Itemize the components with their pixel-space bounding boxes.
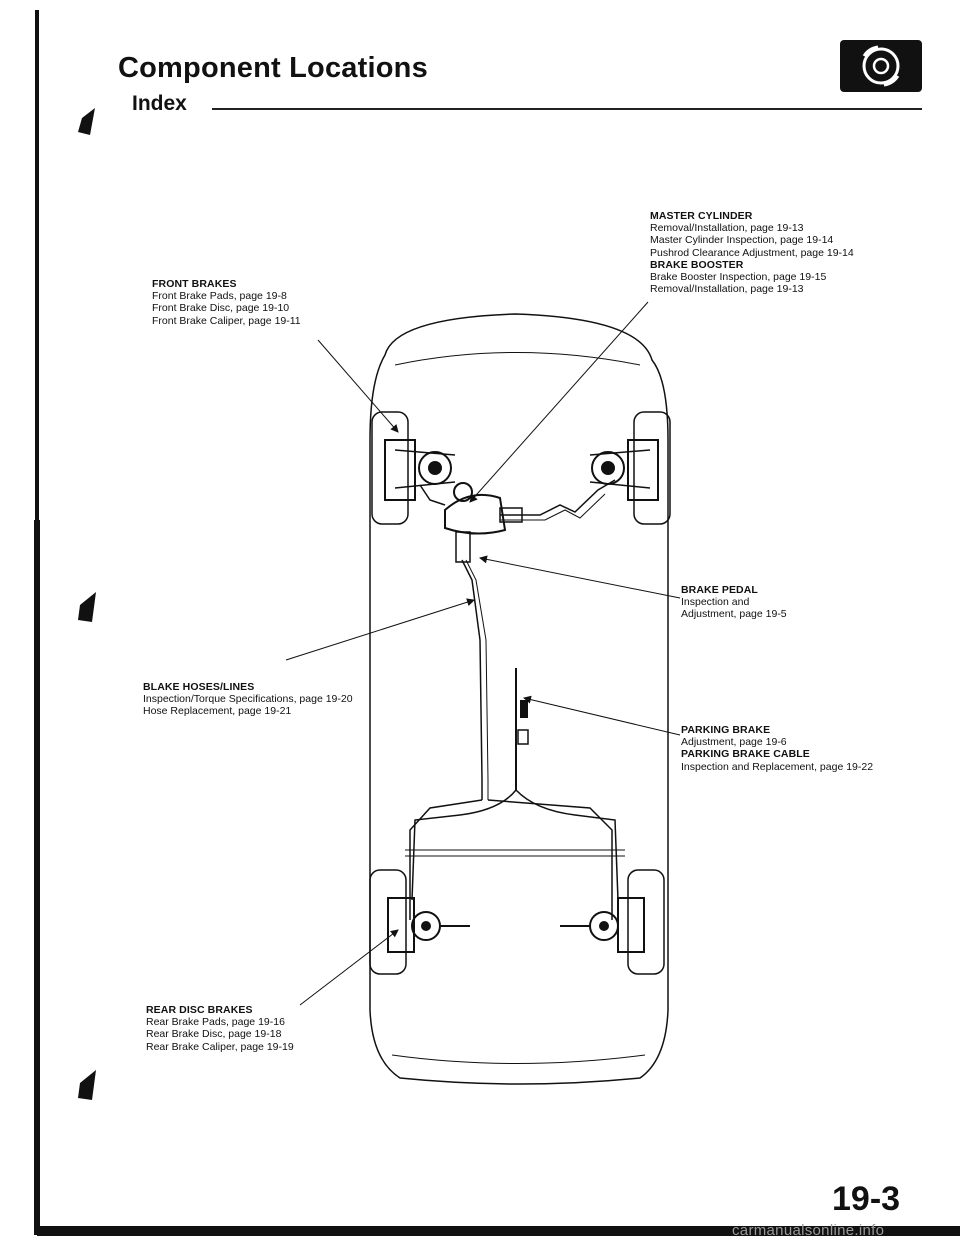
callout-heading: BRAKE BOOSTER: [650, 258, 744, 271]
rear-right-wheel: [627, 869, 665, 975]
callout-line: Rear Brake Disc, page 19-18: [146, 1028, 282, 1041]
master-cylinder-booster: [444, 482, 523, 563]
margin-mark: [78, 1070, 96, 1100]
callout-line: Pushrod Clearance Adjustment, page 19-14: [650, 246, 854, 259]
callout-heading: PARKING BRAKE: [681, 724, 771, 736]
center-brake-line: [461, 559, 483, 800]
page-number: 19-3: [832, 1180, 901, 1218]
callout-heading: REAR DISC BRAKES: [146, 1004, 253, 1016]
car-hood-line: [394, 352, 641, 366]
callout-line: Inspection and Replacement, page 19-22: [681, 760, 874, 773]
rear-left-brake-assembly: [387, 897, 470, 953]
callout-line: Brake Booster Inspection, page 19-15: [650, 271, 827, 284]
car-trunk-line: [391, 1054, 646, 1064]
front-brake-line: [419, 484, 446, 506]
callout-line: Adjustment, page 19-6: [681, 736, 787, 749]
rear-subframe: [405, 849, 625, 857]
center-brake-line: [465, 559, 489, 800]
leader-parking-brake: [523, 695, 681, 736]
callout-line: Removal/Installation, page 19-13: [650, 222, 804, 235]
front-brake-line: [500, 493, 606, 521]
callout-line: Inspection/Torque Specifications, page 1…: [143, 693, 353, 706]
callout-line: Front Brake Caliper, page 19-11: [152, 314, 301, 327]
callout-line: Master Cylinder Inspection, page 19-14: [650, 234, 834, 247]
callout-heading: PARKING BRAKE CABLE: [681, 748, 810, 761]
parking-brake-lever: [515, 668, 529, 790]
brake-disc-icon: [862, 45, 900, 87]
rear-right-brake-assembly: [560, 897, 645, 953]
leader-master-cylinder: [469, 301, 649, 503]
page-subtitle: Index: [132, 92, 187, 115]
parking-brake-cable: [515, 789, 619, 901]
callout-line: Front Brake Pads, page 19-8: [152, 290, 287, 303]
margin-mark: [78, 592, 96, 622]
parking-brake-cable: [411, 789, 517, 901]
leader-front-brakes: [317, 339, 399, 433]
callout-line: Rear Brake Pads, page 19-16: [146, 1016, 285, 1029]
callout-line: Hose Replacement, page 19-21: [143, 705, 292, 718]
car-body-outline: [369, 313, 669, 1085]
callout-rear-brakes: REAR DISC BRAKES Rear Brake Pads, page 1…: [146, 1004, 294, 1053]
callout-heading: BRAKE PEDAL: [681, 584, 758, 596]
page-title: Component Locations: [118, 52, 428, 84]
callout-front-brakes: FRONT BRAKES Front Brake Pads, page 19-8…: [152, 278, 301, 327]
callout-parking-brake: PARKING BRAKE Adjustment, page 19-6 PARK…: [681, 724, 873, 773]
callout-line: Rear Brake Caliper, page 19-19: [146, 1040, 294, 1053]
front-right-wheel: [633, 411, 671, 525]
callout-line: Inspection and: [681, 596, 750, 609]
rear-left-wheel: [369, 869, 407, 975]
callout-master-cylinder: MASTER CYLINDER Removal/Installation, pa…: [650, 210, 854, 295]
header-rule: [212, 108, 922, 110]
rear-brake-line: [487, 799, 613, 920]
leader-brake-hoses: [285, 598, 475, 661]
callout-brake-pedal: BRAKE PEDAL Inspection and Adjustment, p…: [681, 584, 787, 621]
margin-mark: [78, 108, 95, 135]
front-left-brake-assembly: [384, 439, 456, 501]
leader-rear-brakes: [299, 929, 399, 1006]
callout-heading: MASTER CYLINDER: [650, 210, 753, 222]
watermark-text: carmanualsonline.info: [732, 1222, 885, 1239]
page-bottom-strip: [37, 1226, 960, 1236]
front-right-brake-assembly: [589, 439, 659, 501]
brakes-section-icon: [840, 40, 922, 92]
leader-brake-pedal: [479, 555, 681, 599]
front-brake-line: [500, 479, 616, 516]
callout-heading: BLAKE HOSES/LINES: [143, 681, 255, 693]
rear-brake-line: [409, 799, 483, 920]
callout-heading: FRONT BRAKES: [152, 278, 237, 290]
front-left-wheel: [371, 411, 409, 525]
callout-line: Front Brake Disc, page 19-10: [152, 302, 290, 315]
callout-line: Removal/Installation, page 19-13: [650, 283, 804, 296]
callout-brake-hoses: BLAKE HOSES/LINES Inspection/Torque Spec…: [143, 681, 353, 718]
callout-line: Adjustment, page 19-5: [681, 608, 787, 621]
